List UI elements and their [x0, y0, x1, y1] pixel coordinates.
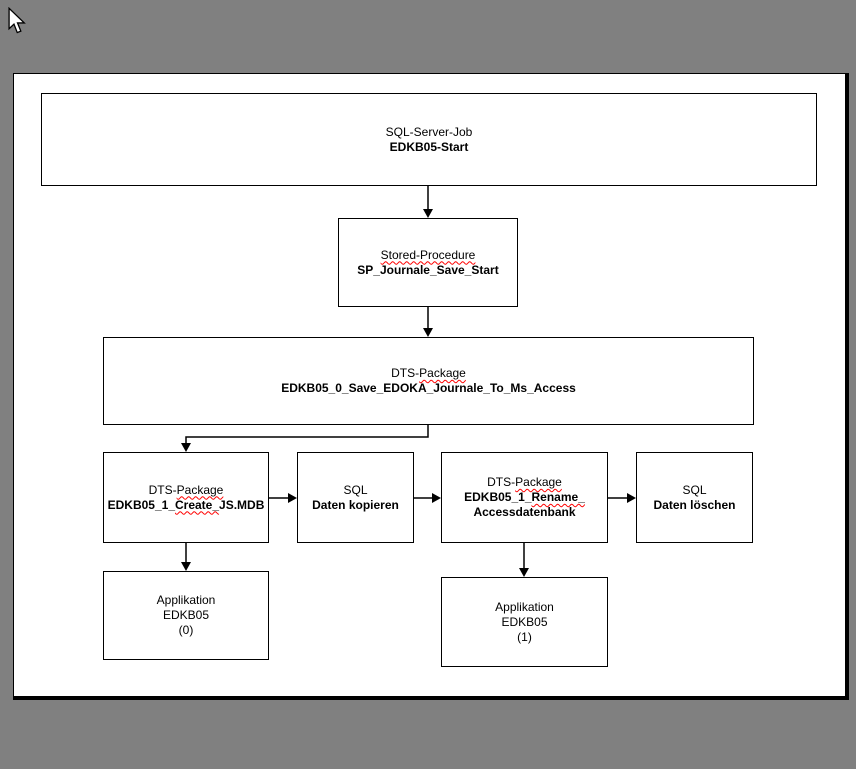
label-plain-part: DTS- — [487, 475, 516, 489]
node-applikation-1: Applikation EDKB05 (1) — [441, 577, 608, 667]
node-title: EDKB05-Start — [389, 139, 469, 154]
node-type-label: SQL — [343, 482, 368, 497]
node-type-label: SQL — [682, 482, 707, 497]
node-title: EDKB05_1_Rename_ — [464, 490, 585, 505]
arrowhead-down-icon — [423, 209, 433, 218]
node-type-label: SQL-Server-Job — [385, 124, 473, 139]
label-misspelled-part: Package — [515, 475, 562, 489]
title-prefix: EDKB05_1_ — [107, 497, 175, 512]
node-type-label: DTS-Package — [487, 475, 562, 490]
node-title: Daten kopieren — [312, 497, 399, 512]
node-stored-procedure: Stored-Procedure SP_Journale_Save_Start — [338, 218, 518, 307]
mouse-cursor-icon — [8, 7, 26, 34]
node-applikation-0: Applikation EDKB05 (0) — [103, 571, 269, 660]
arrowhead-down-icon — [423, 328, 433, 337]
node-title-line2: Accessdatenbank — [473, 505, 576, 519]
node-dts-package-create: DTS-Package EDKB05_1_Create_JS.MDB — [103, 452, 269, 543]
node-sql-delete: SQL Daten löschen — [636, 452, 753, 543]
title-misspelled-part: Rename_ — [531, 490, 585, 504]
label-plain-part: DTS- — [148, 482, 177, 497]
node-dts-package-save: DTS-Package EDKB05_0_Save_EDOKA_Journale… — [103, 337, 754, 425]
node-title: SP_Journale_Save_Start — [357, 262, 499, 277]
node-title: Daten löschen — [653, 497, 736, 512]
arrowhead-down-icon — [519, 568, 529, 577]
node-index: (1) — [517, 629, 532, 644]
node-type-label: DTS-Package — [391, 366, 466, 381]
node-dts-package-rename: DTS-Package EDKB05_1_Rename_ Accessdaten… — [441, 452, 608, 543]
title-misspelled-part: Create_ — [175, 497, 220, 512]
arrowhead-right-icon — [627, 493, 636, 503]
node-title: EDKB05_0_Save_EDOKA_Journale_To_Ms_Acces… — [281, 381, 576, 395]
node-type-label: Stored-Procedure — [380, 247, 476, 262]
label-plain-part: DTS- — [391, 366, 420, 380]
node-type-label: Applikation — [156, 593, 216, 607]
flow-connectors — [181, 186, 636, 577]
node-sql-copy: SQL Daten kopieren — [297, 452, 414, 543]
arrowhead-down-icon — [181, 562, 191, 571]
label-misspelled-part: Package — [419, 366, 466, 380]
connector-dts0-to-create — [185, 425, 429, 444]
arrowhead-down-icon — [181, 443, 191, 452]
node-type-label: Applikation — [495, 599, 554, 614]
title-suffix: JS.MDB — [219, 497, 265, 512]
node-index: (0) — [178, 623, 194, 637]
diagram-page: SQL-Server-Job EDKB05-Start Stored-Proce… — [13, 73, 849, 700]
title-prefix: EDKB05_1_ — [464, 490, 532, 504]
node-title: EDKB05 — [501, 614, 548, 629]
connector-lines — [185, 186, 628, 569]
label-misspelled-part: Package — [176, 482, 224, 497]
node-type-label: DTS-Package — [149, 483, 224, 498]
node-title: EDKB05 — [162, 608, 210, 622]
arrowhead-right-icon — [288, 493, 297, 503]
arrowheads — [181, 209, 636, 577]
node-title: EDKB05_1_Create_JS.MDB — [108, 498, 265, 513]
arrowhead-right-icon — [432, 493, 441, 503]
node-sql-server-job: SQL-Server-Job EDKB05-Start — [41, 93, 817, 186]
